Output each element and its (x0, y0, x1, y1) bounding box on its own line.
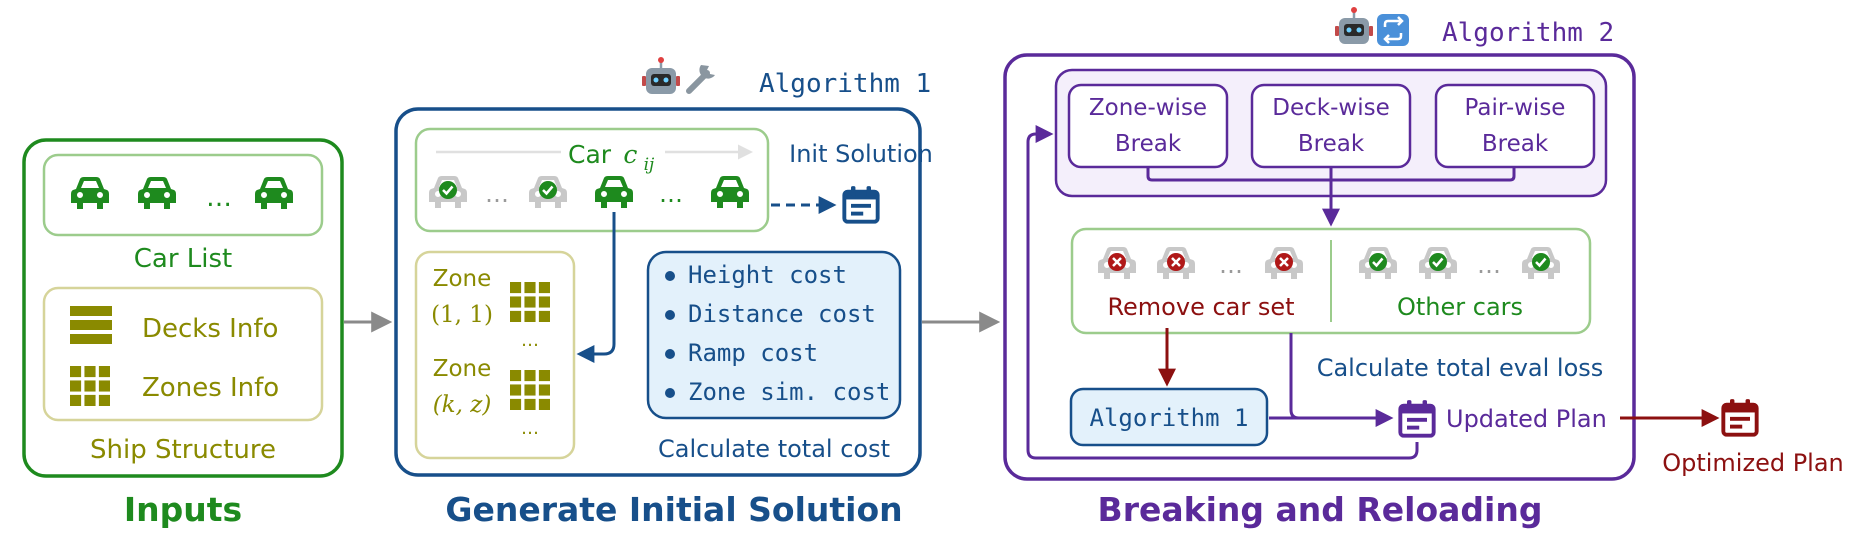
break-box-label: Break (1482, 131, 1549, 157)
car-icon (595, 176, 633, 208)
car-sequence-box (414, 127, 770, 233)
inputs-title: Inputs (124, 490, 242, 529)
breaking-frame (1003, 53, 1636, 481)
init-solution-label: Init Solution (789, 140, 933, 168)
ellipsis: … (485, 180, 509, 208)
decks-icon (70, 306, 112, 344)
zone2-label: Zone (433, 356, 492, 382)
algorithm1-box-label: Algorithm 1 (1090, 404, 1249, 432)
decks-info-label: Decks Info (142, 314, 278, 344)
car-math-sub: ij (644, 155, 655, 175)
ellipsis: … (1477, 251, 1501, 279)
ellipsis: … (206, 183, 232, 213)
cost-bullet (665, 349, 675, 359)
wrench-icon (686, 65, 715, 94)
zone1-coord: (1, 1) (431, 302, 493, 328)
breaking-title: Breaking and Reloading (1098, 490, 1543, 529)
generate-section: Algorithm 1 Car c ij … … Init Solution Z… (394, 57, 933, 529)
algorithm2-label: Algorithm 2 (1442, 18, 1614, 48)
robot-icon (642, 57, 680, 94)
other-cars-label: Other cars (1397, 293, 1523, 321)
inputs-section: … Car List Decks Info Zones Info Ship St… (22, 138, 344, 529)
algorithm1-label: Algorithm 1 (759, 69, 931, 99)
cost-bullet (665, 271, 675, 281)
repeat-icon (1377, 14, 1409, 46)
car-icon (71, 177, 109, 209)
break-box-label: Deck-wise (1272, 95, 1389, 121)
car-icon (711, 176, 749, 208)
inputs-frame (22, 138, 344, 478)
updated-plan-calendar-icon (1398, 399, 1436, 438)
zones-info-label: Zones Info (142, 373, 279, 403)
ship-structure-label: Ship Structure (90, 435, 276, 465)
cost-bullet (665, 388, 675, 398)
zone2-coord: (k, z) (433, 392, 492, 418)
zone1-label: Zone (433, 266, 492, 292)
car-word: Car (568, 140, 612, 169)
cost-item: Zone sim. cost (688, 378, 890, 406)
zone-grid-icon (70, 366, 110, 406)
vdots: … (521, 418, 539, 439)
optimized-plan-calendar-icon (1721, 398, 1759, 437)
calc-total-cost-label: Calculate total cost (658, 435, 890, 463)
cost-item: Height cost (688, 261, 847, 289)
costs-box (646, 250, 902, 420)
car-to-zone-arrow (576, 212, 616, 363)
ellipsis: … (659, 180, 683, 208)
vdots: … (521, 330, 539, 351)
car-math-base: c (623, 140, 637, 169)
break-box-label: Break (1298, 131, 1365, 157)
zones-box (414, 250, 576, 460)
remove-car-set-label: Remove car set (1107, 293, 1294, 321)
generate-title: Generate Initial Solution (445, 490, 902, 529)
cost-bullet (665, 310, 675, 320)
calc-eval-loss-label: Calculate total eval loss (1317, 354, 1604, 382)
break-box-label: Zone-wise (1089, 95, 1207, 121)
updated-plan-label: Updated Plan (1446, 405, 1607, 433)
calendar-icon (842, 185, 880, 224)
car-icon (138, 177, 176, 209)
cost-item: Distance cost (688, 300, 876, 328)
algorithm1-box (1069, 387, 1269, 447)
ellipsis: … (1219, 251, 1243, 279)
optimized-plan-label: Optimized Plan (1662, 449, 1844, 477)
car-list-label: Car List (134, 244, 233, 274)
other-cars-to-plan-arrow (1289, 333, 1300, 420)
zone-grid-icon (510, 282, 550, 322)
car-set-box (1070, 227, 1592, 335)
loop-back-arrow (1026, 125, 1419, 460)
ship-structure-box (42, 286, 324, 422)
break-box-label: Break (1115, 131, 1182, 157)
zone-grid-icon (510, 370, 550, 410)
robot-icon (1335, 7, 1373, 44)
break-box-label: Pair-wise (1465, 95, 1566, 121)
car-icon (255, 177, 293, 209)
car-cij-label: Car c ij (568, 140, 655, 175)
cost-item: Ramp cost (688, 339, 818, 367)
car-list-box (42, 153, 324, 237)
generate-frame (394, 107, 922, 477)
